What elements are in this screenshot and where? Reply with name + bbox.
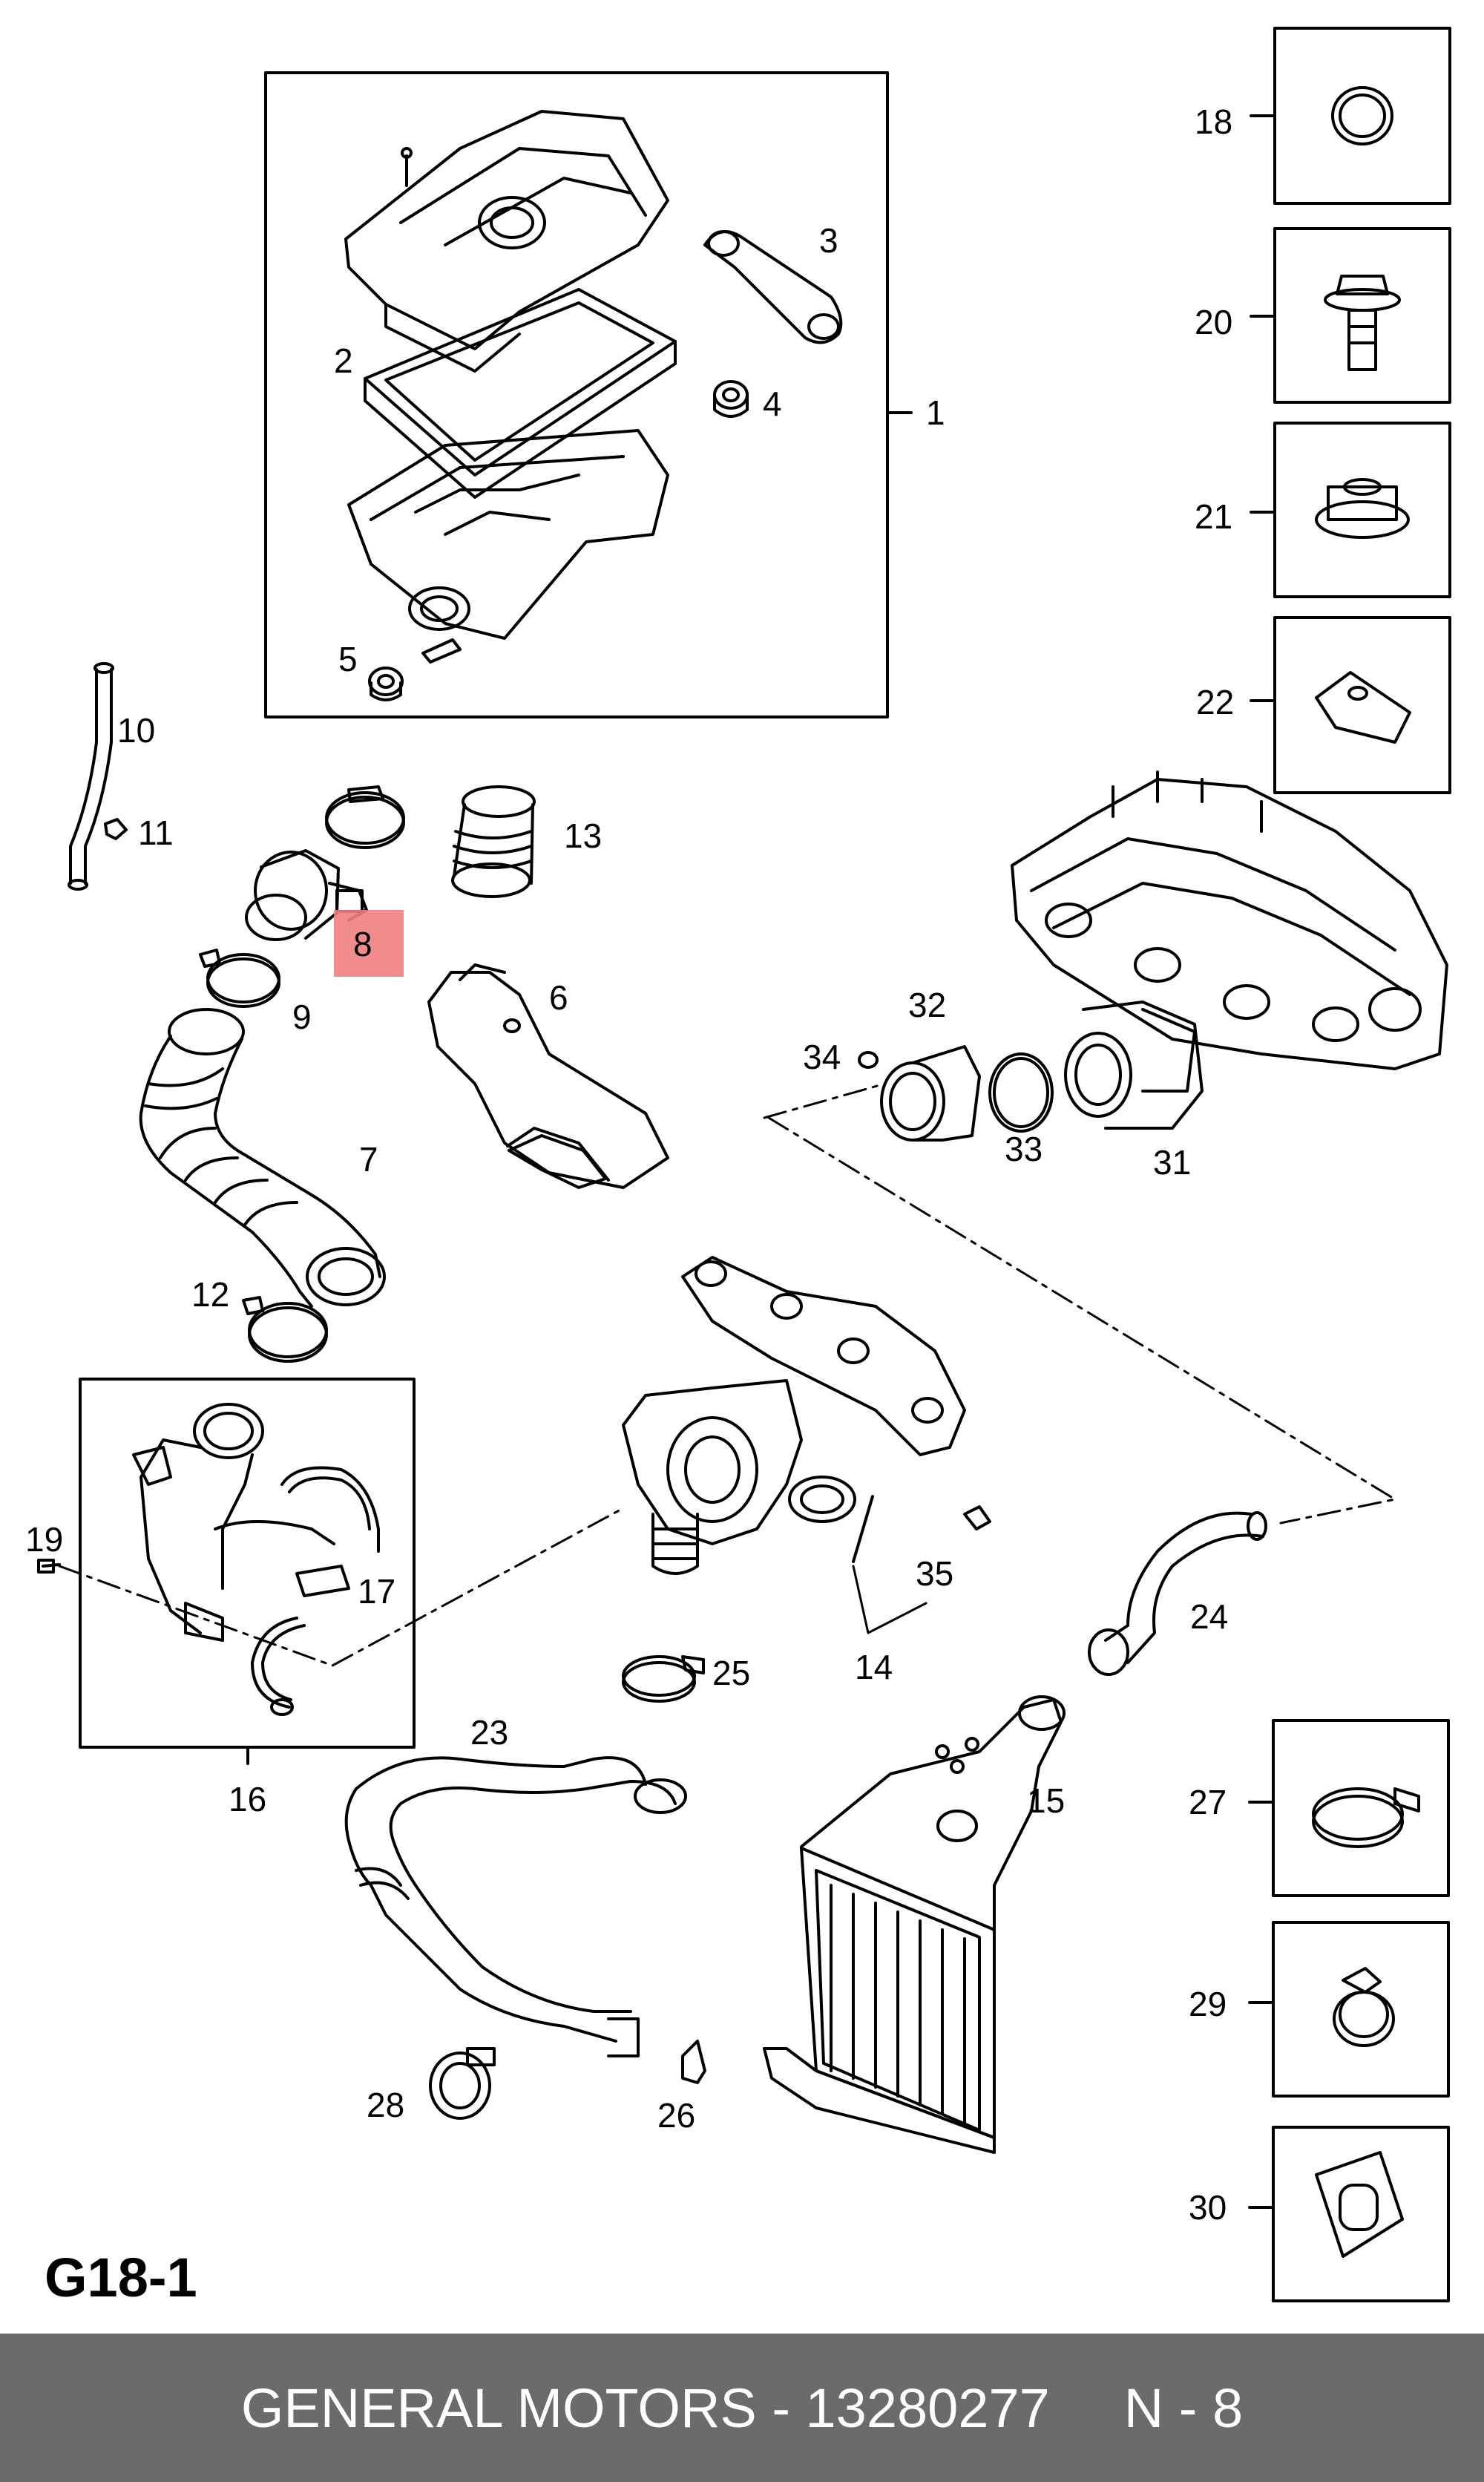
part-8-highlight xyxy=(334,910,404,977)
callout-10: 10 xyxy=(117,711,155,750)
callout-9: 9 xyxy=(292,998,312,1036)
callout-29: 29 xyxy=(1189,1985,1227,2023)
callout-25: 25 xyxy=(712,1654,750,1692)
part-3-duct xyxy=(703,230,843,344)
callout-4: 4 xyxy=(763,384,782,423)
part-15-intercooler xyxy=(763,1695,1066,2154)
callout-5: 5 xyxy=(338,640,358,678)
air-cleaner-housing xyxy=(347,429,669,640)
box-18 xyxy=(1273,27,1451,205)
part-26-clip xyxy=(681,2040,706,2084)
clamp-ring-top xyxy=(325,785,405,849)
part-11-clip xyxy=(104,818,128,840)
callout-27: 27 xyxy=(1189,1783,1227,1821)
group-frame-16 xyxy=(79,1378,416,1749)
callout-7: 7 xyxy=(359,1140,378,1179)
callout-23: 23 xyxy=(470,1713,508,1752)
box-27 xyxy=(1272,1719,1450,1897)
callout-3: 3 xyxy=(819,221,838,260)
callout-35: 35 xyxy=(916,1554,953,1593)
footer-separator: - xyxy=(772,2377,790,2439)
part-5-grommet xyxy=(368,638,462,701)
callout-19: 19 xyxy=(25,1520,63,1559)
part-28-clamp xyxy=(429,2047,496,2120)
part-9-clamp xyxy=(199,949,280,1008)
part-6-duct xyxy=(427,963,669,1189)
callout-2: 2 xyxy=(334,341,353,380)
callout-20: 20 xyxy=(1195,303,1232,341)
air-filter xyxy=(364,288,677,499)
part-7-intake-hose xyxy=(139,1008,386,1308)
box-22 xyxy=(1273,616,1451,794)
callout-15: 15 xyxy=(1027,1781,1065,1820)
footer-part-number: 13280277 xyxy=(805,2377,1050,2439)
callout-31: 31 xyxy=(1153,1143,1191,1182)
callout-13: 13 xyxy=(564,816,602,855)
part-12-clamp xyxy=(242,1296,328,1363)
footer-ref: N - 8 xyxy=(1123,2377,1244,2439)
intake-manifold xyxy=(1011,770,1448,1070)
box-21 xyxy=(1273,422,1451,598)
callout-22: 22 xyxy=(1196,683,1234,721)
leader-lines xyxy=(58,1084,1396,1667)
callout-33: 33 xyxy=(1005,1130,1043,1168)
box-20 xyxy=(1273,227,1451,404)
part-35-clip xyxy=(963,1505,991,1530)
part-34-nut xyxy=(858,1051,879,1069)
callout-34: 34 xyxy=(803,1038,841,1076)
part-16-assembly xyxy=(37,1403,380,1716)
callout-12: 12 xyxy=(191,1275,229,1314)
callout-32: 32 xyxy=(908,986,946,1024)
page-label: G18-1 xyxy=(45,2247,197,2308)
callout-8: 8 xyxy=(353,925,372,963)
footer-bar: GENERAL MOTORS - 13280277 N - 8 xyxy=(0,2334,1484,2482)
box-29 xyxy=(1272,1921,1450,2098)
part-23-hose xyxy=(344,1756,687,2057)
callout-14: 14 xyxy=(855,1648,893,1686)
box-30 xyxy=(1272,2126,1450,2302)
part-25-clamp xyxy=(622,1655,705,1703)
callout-28: 28 xyxy=(367,2086,404,2124)
part-32-adapter xyxy=(880,1045,981,1142)
part-24-hose xyxy=(1088,1511,1267,1676)
part-4-grommet xyxy=(713,380,749,418)
callout-1: 1 xyxy=(926,393,945,432)
group-frame-1 xyxy=(264,71,889,718)
callout-16: 16 xyxy=(229,1780,266,1818)
part-10-hose xyxy=(68,662,114,891)
callout-17: 17 xyxy=(358,1572,395,1611)
callout-24: 24 xyxy=(1190,1597,1228,1636)
callout-30: 30 xyxy=(1189,2188,1227,2227)
callout-21: 21 xyxy=(1195,497,1232,536)
part-31-throttle-body xyxy=(1064,1001,1204,1130)
part-13-hose xyxy=(451,785,536,898)
footer-brand: GENERAL MOTORS xyxy=(240,2377,757,2439)
parts-diagram: 1 2 3 4 5 6 7 8 9 10 11 12 13 14 15 16 1… xyxy=(25,27,1451,2308)
part-14-turbo xyxy=(622,1256,966,1575)
part-33-gasket xyxy=(988,1052,1054,1133)
footer-caption: GENERAL MOTORS - 13280277 N - 8 xyxy=(241,2377,1243,2440)
callout-11: 11 xyxy=(138,813,174,852)
callout-18: 18 xyxy=(1195,102,1232,141)
callout-6: 6 xyxy=(549,978,568,1017)
air-cleaner-cover xyxy=(344,110,669,373)
callout-26: 26 xyxy=(657,2096,695,2135)
